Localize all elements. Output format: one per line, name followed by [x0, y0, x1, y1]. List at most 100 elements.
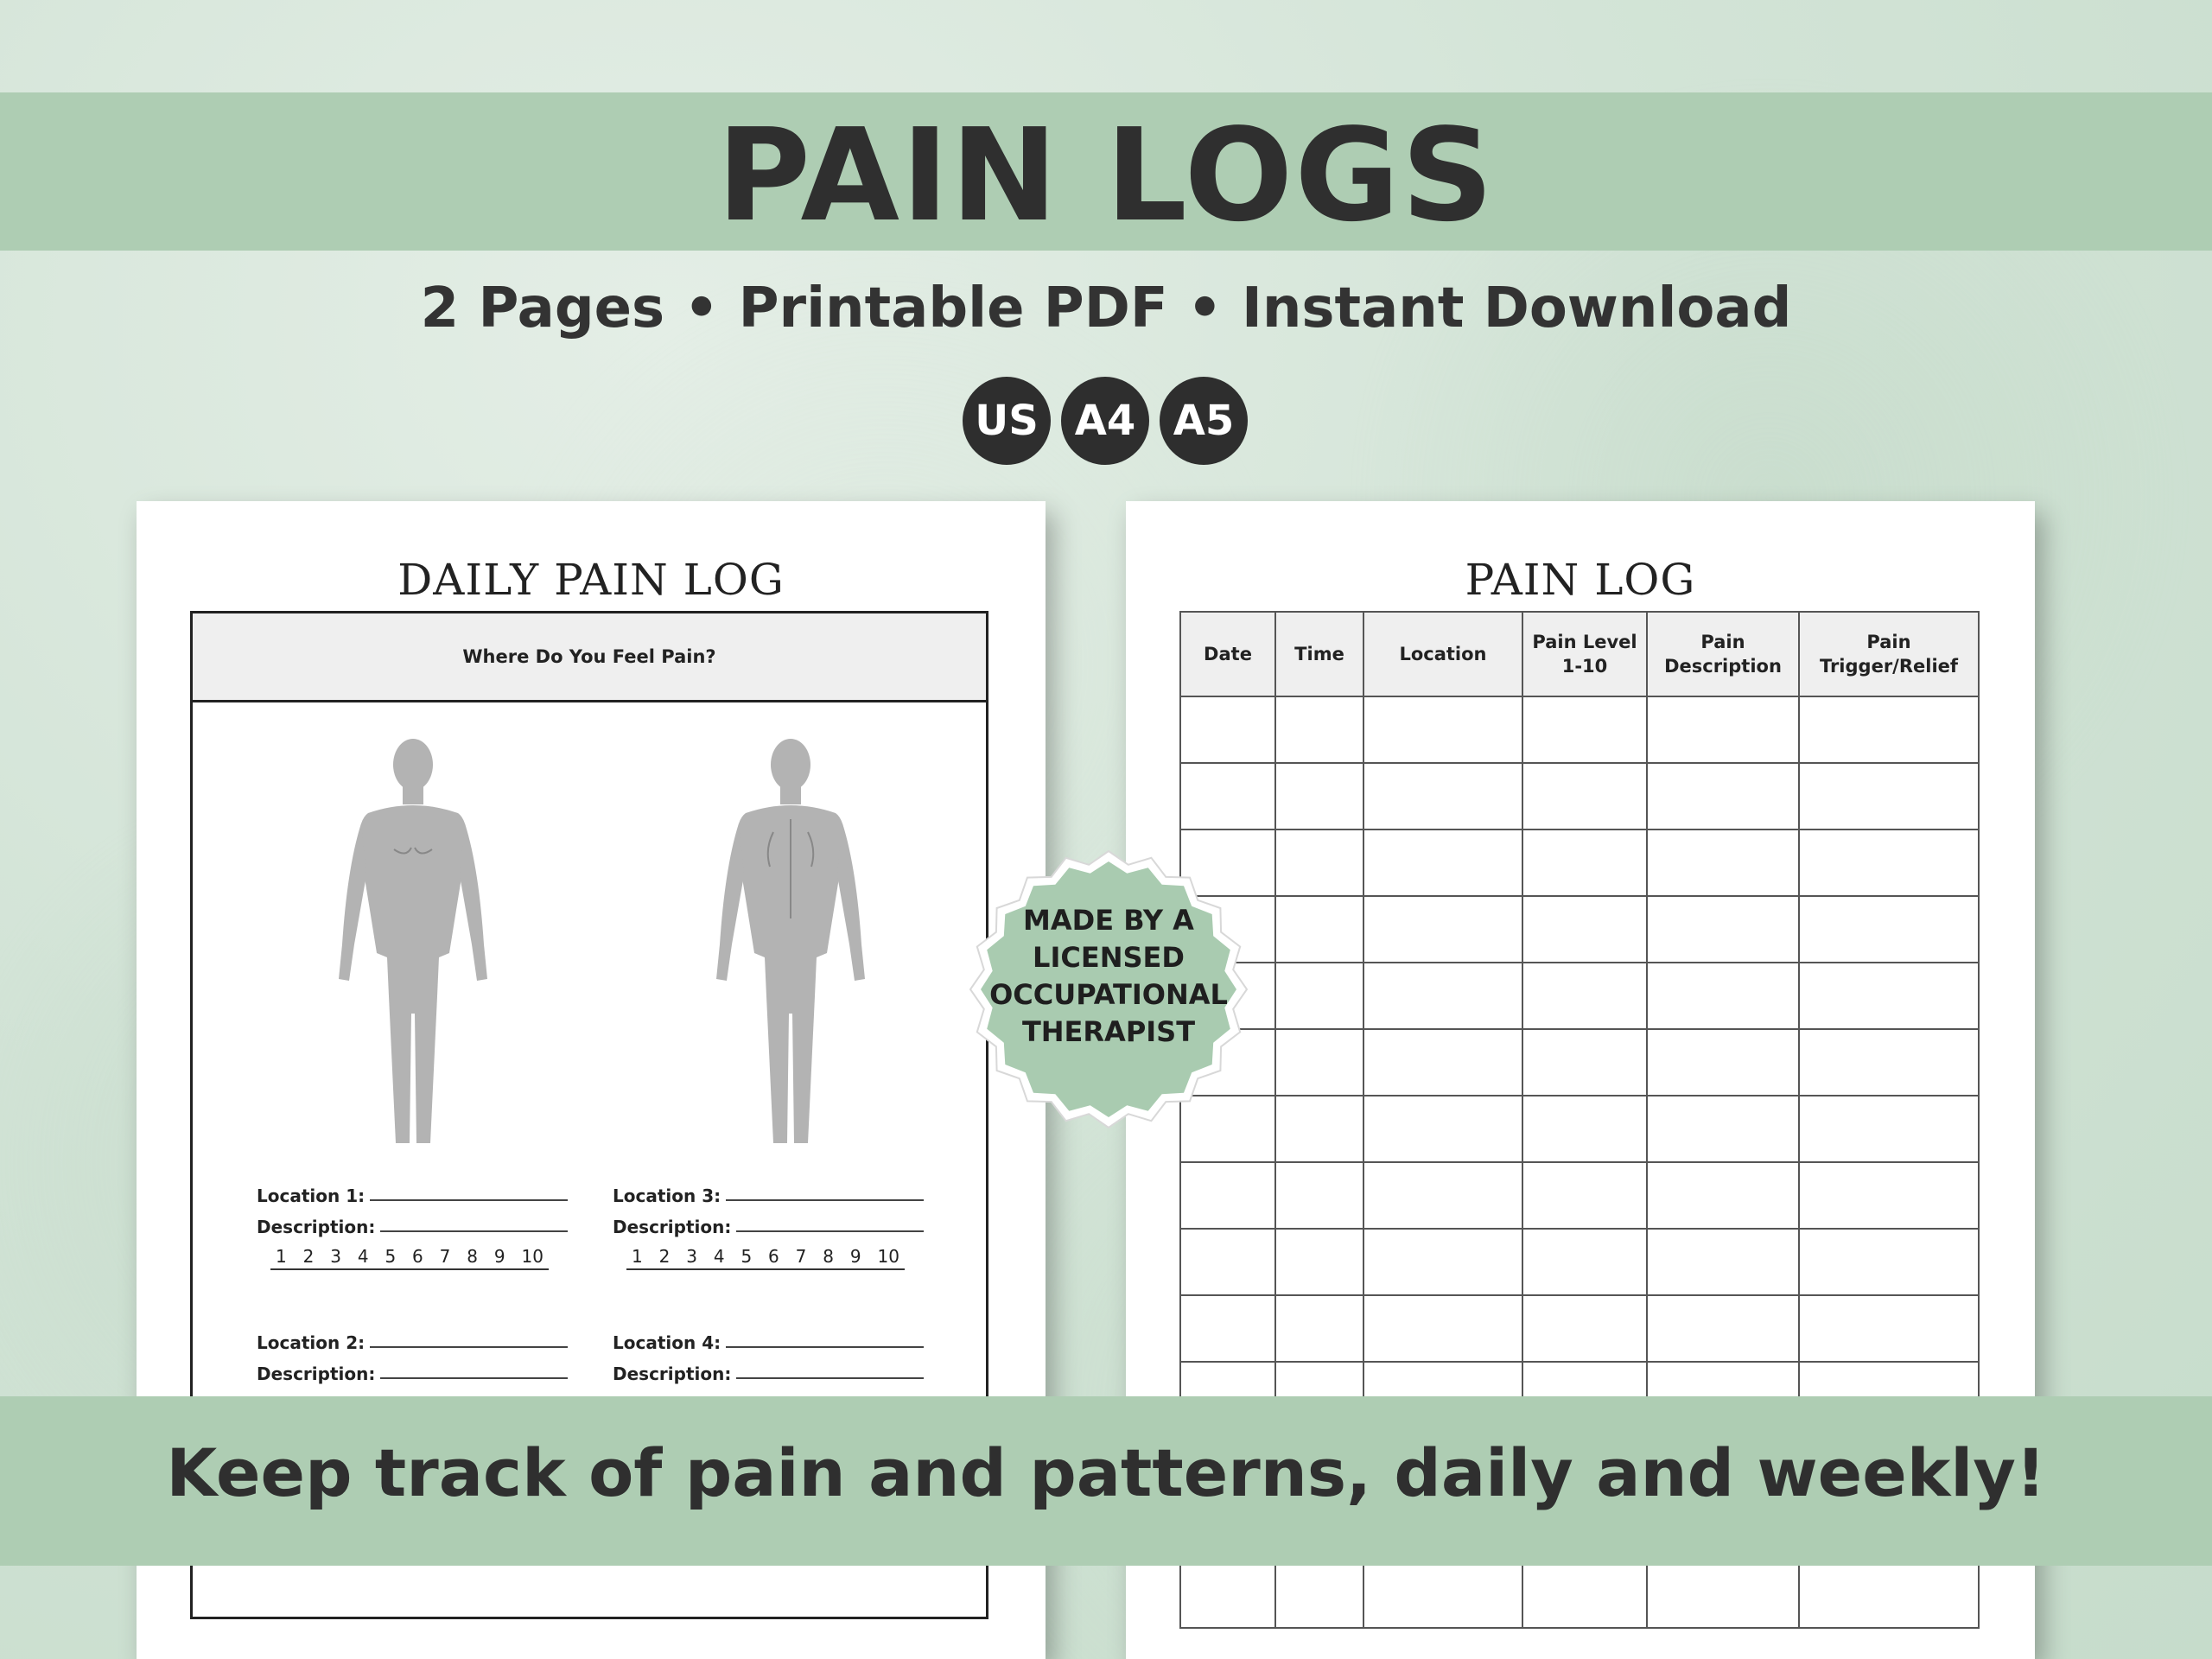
- table-cell[interactable]: [1363, 895, 1523, 963]
- table-cell[interactable]: [1798, 1228, 1980, 1296]
- scale-1: 1: [276, 1246, 287, 1267]
- table-cell[interactable]: [1798, 895, 1980, 963]
- table-cell[interactable]: [1798, 1028, 1980, 1096]
- column-pain-trigger-relief: Pain Trigger/Relief: [1798, 611, 1980, 697]
- table-cell[interactable]: [1274, 829, 1364, 897]
- table-cell[interactable]: [1522, 1028, 1648, 1096]
- table-cell[interactable]: [1274, 1228, 1364, 1296]
- scale-1: 1: [632, 1246, 643, 1267]
- table-cell[interactable]: [1798, 1095, 1980, 1163]
- description-2-field[interactable]: [380, 1376, 568, 1379]
- description-4-label: Description:: [613, 1363, 732, 1384]
- table-cell[interactable]: [1522, 696, 1648, 764]
- scale-5: 5: [741, 1246, 753, 1267]
- table-cell[interactable]: [1274, 1028, 1364, 1096]
- table-cell[interactable]: [1522, 895, 1648, 963]
- table-cell[interactable]: [1274, 1560, 1364, 1629]
- table-cell[interactable]: [1179, 829, 1276, 897]
- seal-line-2: LICENSED: [1033, 941, 1185, 974]
- table-cell[interactable]: [1522, 1161, 1648, 1230]
- table-cell[interactable]: [1363, 1560, 1523, 1629]
- location-2-label: Location 2:: [257, 1332, 365, 1353]
- scale-2: 2: [302, 1246, 315, 1267]
- table-cell[interactable]: [1646, 1028, 1800, 1096]
- scale-10: 10: [877, 1246, 899, 1267]
- table-cell[interactable]: [1522, 1228, 1648, 1296]
- table-cell[interactable]: [1522, 962, 1648, 1030]
- table-cell[interactable]: [1274, 1294, 1364, 1363]
- table-cell[interactable]: [1522, 1095, 1648, 1163]
- table-cell[interactable]: [1274, 696, 1364, 764]
- scale-5: 5: [385, 1246, 397, 1267]
- table-row: [1179, 962, 1980, 1030]
- table-cell[interactable]: [1274, 962, 1364, 1030]
- description-1-field[interactable]: [380, 1230, 568, 1232]
- table-cell[interactable]: [1179, 1294, 1276, 1363]
- table-row: [1179, 762, 1980, 830]
- table-cell[interactable]: [1274, 762, 1364, 830]
- scale-7: 7: [439, 1246, 451, 1267]
- table-cell[interactable]: [1646, 696, 1800, 764]
- description-1-label: Description:: [257, 1217, 376, 1237]
- table-cell[interactable]: [1274, 895, 1364, 963]
- table-cell[interactable]: [1798, 1161, 1980, 1230]
- scale-3: 3: [686, 1246, 697, 1267]
- table-cell[interactable]: [1363, 1028, 1523, 1096]
- table-cell[interactable]: [1646, 1095, 1800, 1163]
- table-cell[interactable]: [1646, 1228, 1800, 1296]
- table-cell[interactable]: [1646, 1560, 1800, 1629]
- description-4-field[interactable]: [736, 1376, 924, 1379]
- table-cell[interactable]: [1522, 829, 1648, 897]
- size-badges: US A4 A5: [963, 377, 1248, 465]
- table-row: [1179, 1560, 1980, 1629]
- location-4-field[interactable]: [726, 1345, 924, 1348]
- size-badge-a5: A5: [1160, 377, 1248, 465]
- table-cell[interactable]: [1798, 962, 1980, 1030]
- location-2-field[interactable]: [370, 1345, 568, 1348]
- location-3-field[interactable]: [726, 1198, 924, 1201]
- location-1-label: Location 1:: [257, 1185, 365, 1206]
- table-cell[interactable]: [1798, 1294, 1980, 1363]
- table-cell[interactable]: [1274, 1095, 1364, 1163]
- table-cell[interactable]: [1363, 696, 1523, 764]
- table-cell[interactable]: [1798, 696, 1980, 764]
- table-cell[interactable]: [1522, 1294, 1648, 1363]
- scale-8: 8: [823, 1246, 834, 1267]
- scale-4: 4: [357, 1246, 369, 1267]
- table-cell[interactable]: [1798, 762, 1980, 830]
- location-1-field[interactable]: [370, 1198, 568, 1201]
- table-cell[interactable]: [1646, 962, 1800, 1030]
- column-location: Location: [1363, 611, 1523, 697]
- table-cell[interactable]: [1646, 829, 1800, 897]
- table-cell[interactable]: [1179, 696, 1276, 764]
- table-cell[interactable]: [1363, 762, 1523, 830]
- description-3-field[interactable]: [736, 1230, 924, 1232]
- table-cell[interactable]: [1363, 1161, 1523, 1230]
- table-cell[interactable]: [1522, 1560, 1648, 1629]
- table-cell[interactable]: [1646, 895, 1800, 963]
- table-cell[interactable]: [1179, 1228, 1276, 1296]
- scale-10: 10: [521, 1246, 543, 1267]
- table-cell[interactable]: [1179, 1095, 1276, 1163]
- table-cell[interactable]: [1646, 1161, 1800, 1230]
- table-cell[interactable]: [1798, 1560, 1980, 1629]
- table-cell[interactable]: [1179, 1161, 1276, 1230]
- table-row: [1179, 1095, 1980, 1163]
- scale-2: 2: [658, 1246, 671, 1267]
- body-front-icon: [339, 739, 487, 1143]
- table-cell[interactable]: [1522, 762, 1648, 830]
- table-cell[interactable]: [1646, 762, 1800, 830]
- table-cell[interactable]: [1179, 1560, 1276, 1629]
- table-cell[interactable]: [1646, 1294, 1800, 1363]
- seal-text: MADE BY A LICENSED OCCUPATIONAL THERAPIS…: [966, 902, 1251, 1051]
- table-cell[interactable]: [1798, 829, 1980, 897]
- table-cell[interactable]: [1363, 829, 1523, 897]
- table-cell[interactable]: [1363, 1095, 1523, 1163]
- table-cell[interactable]: [1179, 762, 1276, 830]
- table-cell[interactable]: [1363, 962, 1523, 1030]
- table-cell[interactable]: [1363, 1294, 1523, 1363]
- table-cell[interactable]: [1363, 1228, 1523, 1296]
- table-cell[interactable]: [1274, 1161, 1364, 1230]
